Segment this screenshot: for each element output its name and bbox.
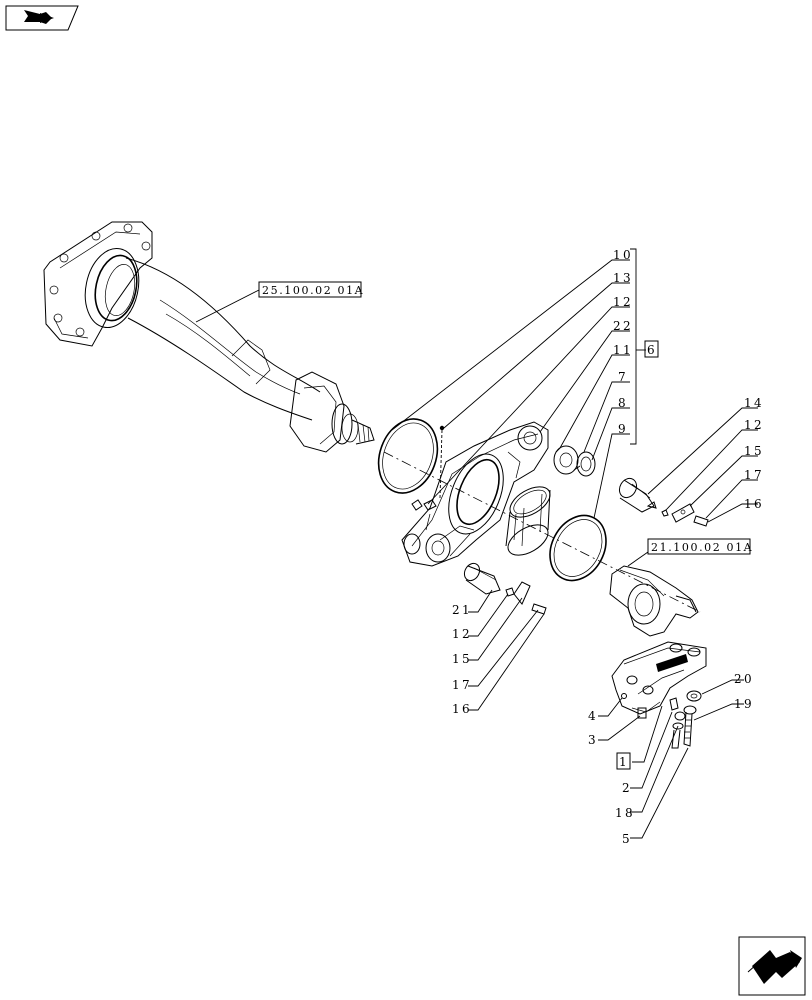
callout-9: 9	[618, 422, 628, 436]
callout-18: 18	[615, 806, 635, 820]
reference-text-top: 25.100.02 01A	[262, 284, 364, 297]
spacer-part	[669, 697, 679, 711]
callout-11: 11	[613, 343, 633, 357]
grease-nipple-part	[439, 425, 445, 431]
callout-12-left: 12	[452, 627, 472, 641]
reference-text-right: 21.100.02 01A	[651, 541, 753, 554]
bushing-parts	[553, 445, 596, 477]
callout-7: 7	[618, 370, 628, 384]
callout-numbers: 10 13 12 22 11 7 8 9 14 12 15 17 16 21 1…	[452, 248, 764, 846]
callout-16-right: 16	[744, 497, 764, 511]
callout-2: 2	[622, 781, 632, 795]
bolt-left-part	[531, 603, 547, 615]
grease-fitting-part	[621, 693, 627, 699]
reference-label-top[interactable]: 25.100.02 01A	[258, 281, 364, 298]
plug-part	[637, 707, 647, 719]
callout-12-right: 12	[744, 418, 764, 432]
bearing-sleeve-part	[505, 486, 551, 556]
callout-21: 21	[452, 603, 472, 617]
assembly-centerline	[383, 451, 701, 613]
callout-17-left: 17	[452, 678, 472, 692]
washer-part	[411, 499, 423, 511]
callout-10: 10	[613, 248, 633, 262]
callout-3: 3	[588, 733, 598, 747]
pivot-pin-left-part	[463, 562, 501, 595]
reference-label-right[interactable]: 21.100.02 01A	[647, 538, 753, 555]
callout-13: 13	[613, 271, 633, 285]
kit-label-box[interactable]: 6	[644, 340, 659, 358]
callout-19: 19	[734, 697, 754, 711]
book-arrow-icon[interactable]	[5, 5, 79, 31]
assembly-label-text: 1	[619, 755, 629, 769]
bolt-18-part	[671, 711, 686, 749]
callout-8: 8	[618, 396, 628, 410]
kit-bracket-line	[630, 248, 637, 445]
o-ring-right-part	[549, 514, 607, 582]
axle-trumpet-housing	[43, 221, 375, 453]
plate-part	[671, 503, 695, 523]
kit-label-text: 6	[647, 343, 657, 357]
assembly-label-box[interactable]: 1	[616, 752, 631, 770]
callout-20: 20	[734, 672, 754, 686]
callout-14: 14	[744, 396, 764, 410]
plate-left-part	[513, 581, 531, 605]
pivot-pin-right-part	[618, 477, 657, 513]
reference-leader-right	[627, 551, 649, 567]
o-ring-part	[377, 418, 439, 494]
callout-15-right: 15	[744, 444, 764, 458]
callout-12: 12	[613, 295, 633, 309]
washer-small-part	[661, 509, 669, 517]
callout-15-left: 15	[452, 652, 472, 666]
callout-5: 5	[622, 832, 632, 846]
callout-leaders	[391, 259, 758, 839]
axle-housing-right	[609, 565, 699, 637]
swing-bracket-casting	[401, 421, 549, 567]
bolt-19-part	[683, 705, 697, 747]
callout-4: 4	[588, 709, 598, 723]
callout-16-left: 16	[452, 702, 472, 716]
callout-22: 22	[613, 319, 633, 333]
next-page-arrow-icon[interactable]	[738, 936, 806, 996]
support-bracket-part	[611, 641, 707, 715]
reference-leader-top	[195, 289, 260, 323]
callout-17-right: 17	[744, 468, 764, 482]
bolt-small-part	[693, 515, 709, 527]
washer-20-part	[686, 690, 702, 702]
